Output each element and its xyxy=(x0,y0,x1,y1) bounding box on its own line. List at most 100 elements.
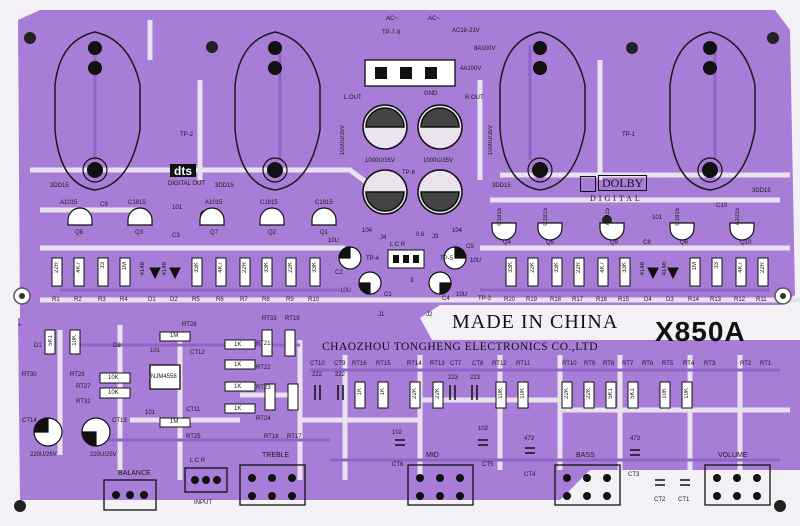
res-l-ref-6: R5 xyxy=(192,297,200,303)
driver-q-r0: Q4 xyxy=(503,240,512,246)
label-r06: 0.6 xyxy=(416,232,425,238)
label-c2: C2 xyxy=(335,270,343,276)
label-rt31: RT31 xyxy=(76,399,91,405)
label-j3: J3 xyxy=(432,234,439,240)
copper-pour-lower xyxy=(18,318,800,500)
res-l-val-3: 1M xyxy=(122,262,128,271)
copper-clearances xyxy=(30,20,800,480)
label-473-b: 473 xyxy=(630,436,641,442)
dolby-logo: DOLBY xyxy=(598,175,648,191)
label-223-a: 223 xyxy=(448,375,459,381)
label-rt16: RT16 xyxy=(352,361,367,367)
res-l-val-2: 33 xyxy=(100,262,106,269)
power-transistor-outlines xyxy=(54,31,756,191)
label-c4: C4 xyxy=(442,296,450,302)
label-rt19: RT19 xyxy=(285,316,300,322)
small-caps xyxy=(314,385,690,486)
res-r-ref-10: R12 xyxy=(734,297,746,303)
res-r-ref-5: R15 xyxy=(618,297,630,303)
res-l-val-0: 22R xyxy=(54,262,60,274)
label-rt8: RT8 xyxy=(603,361,615,367)
label-10k-v: 10K xyxy=(72,335,78,346)
label-rt1: RT1 xyxy=(760,361,772,367)
label-plus: + xyxy=(18,323,22,329)
label-ct11: CT11 xyxy=(186,407,201,413)
label-d1: D1 xyxy=(34,343,42,349)
label-10k-e: 10K xyxy=(662,388,668,399)
label-10k-d: 10K xyxy=(520,388,526,399)
label-22k-d: 22K xyxy=(586,388,592,399)
label-cap-left: 1000U/35V xyxy=(365,158,396,164)
driver-label-r1: C1815 xyxy=(543,208,549,226)
power-transistor-pads xyxy=(87,41,718,178)
label-rt22: RT22 xyxy=(256,365,271,371)
label-rt7: RT7 xyxy=(622,361,634,367)
label-rt15: RT15 xyxy=(376,361,391,367)
label-ct8: CT8 xyxy=(472,361,484,367)
res-l-ref-0: R1 xyxy=(52,297,60,303)
res-r-val-0: 33K xyxy=(508,262,514,273)
res-r-ref-1: R19 xyxy=(526,297,538,303)
res-r-val-4: 4K7 xyxy=(600,262,606,273)
label-ic101: 101 xyxy=(150,348,161,354)
driver-q-r1: Q5 xyxy=(546,240,555,246)
label-ct9: CT9 xyxy=(334,361,346,367)
driver-q-l3: Q2 xyxy=(268,230,277,236)
res-l-ref-3: R4 xyxy=(120,297,128,303)
res-r-ref-2: R18 xyxy=(550,297,562,303)
label-rt21: RT21 xyxy=(256,341,271,347)
res-l-val-4: 4148 xyxy=(140,262,146,276)
driver-transistors xyxy=(67,207,755,241)
label-rt2: RT2 xyxy=(740,361,752,367)
label-c5: C5 xyxy=(466,244,474,250)
label-cap-side-left: 1000U/35V xyxy=(340,125,346,156)
res-l-ref-4: D1 xyxy=(148,297,156,303)
driver-label-l2: A1015 xyxy=(205,200,223,206)
label-j2: J2 xyxy=(426,312,433,318)
driver-cap-r1: C8 xyxy=(643,240,651,246)
driver-label-l0: A1015 xyxy=(60,200,78,206)
driver-cap-r2: C10 xyxy=(716,203,728,209)
label-balance: BALANCE xyxy=(118,470,151,477)
res-l-val-1: 4K7 xyxy=(76,262,82,273)
label-ct1: CT1 xyxy=(678,497,690,503)
label-ic: NJM4558 xyxy=(151,374,177,380)
res-r-val-5: 33K xyxy=(622,262,628,273)
label-cap-right: 1000U/35V xyxy=(423,158,454,164)
label-102-a: 102 xyxy=(392,430,403,436)
label-tp6: TP-6 xyxy=(402,170,416,176)
label-made-in-china: MADE IN CHINA xyxy=(452,311,619,333)
label-222-b: 222 xyxy=(335,372,346,378)
label-input-lcr: L C R xyxy=(190,458,206,464)
res-r-ref-3: R17 xyxy=(572,297,584,303)
label-rt23: RT23 xyxy=(256,385,271,391)
label-223-b: 223 xyxy=(470,375,481,381)
res-l-ref-9: R8 xyxy=(262,297,270,303)
label-input: INPUT xyxy=(194,500,212,506)
driver-q-r4: Q10 xyxy=(740,240,752,246)
label-ct12: CT12 xyxy=(190,350,205,356)
diode-symbols xyxy=(149,267,679,280)
label-ct7: CT7 xyxy=(450,361,462,367)
res-r-val-8: 1M xyxy=(692,262,698,271)
label-d2: D2 xyxy=(113,343,121,349)
label-rt33: RT33 xyxy=(262,316,277,322)
res-r-ref-7: D3 xyxy=(666,297,674,303)
tone-electrolytics xyxy=(33,417,111,447)
label-10u-b: 10U xyxy=(340,288,352,294)
res-l-ref-1: R2 xyxy=(74,297,82,303)
res-r-val-7: 4148 xyxy=(662,262,668,276)
driver-label-r0: C1815 xyxy=(497,208,503,226)
res-r-ref-11: R11 xyxy=(756,297,767,303)
label-rt28: RT28 xyxy=(182,322,197,328)
power-terminal xyxy=(364,59,456,87)
dolby-double-d-icon xyxy=(580,176,596,192)
driver-q-l1: Q3 xyxy=(135,230,144,236)
label-rt11: RT11 xyxy=(516,361,531,367)
label-c1: C1 xyxy=(384,292,392,298)
pot-pads xyxy=(112,474,761,500)
label-rt17: RT17 xyxy=(287,434,302,440)
label-3dd15-b: 3DD15 xyxy=(215,183,234,189)
input-capacitors xyxy=(338,246,467,295)
